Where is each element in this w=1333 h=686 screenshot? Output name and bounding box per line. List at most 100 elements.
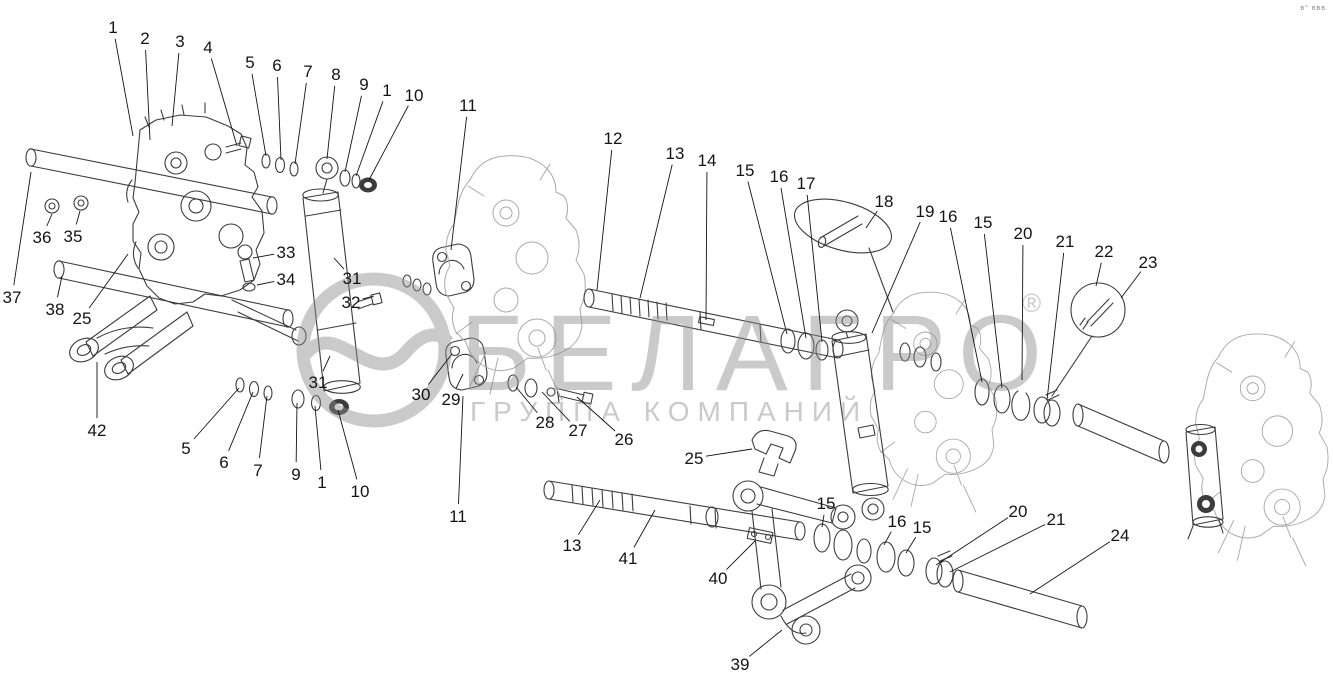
callout-leader-line [193, 387, 240, 440]
callout-leader-line [596, 149, 613, 291]
callout-label: 7 [303, 62, 312, 81]
callout-leader-line [806, 194, 823, 343]
callout-leader-line [75, 210, 81, 225]
callout-leader-line [256, 280, 275, 286]
callout-label: 20 [1009, 502, 1028, 521]
callout-leader-line [1120, 271, 1142, 299]
watermark-logo-icon [296, 272, 452, 428]
callout-label: 15 [817, 494, 836, 513]
callout-leader-line [935, 517, 1009, 566]
hydraulic-cylinder-1 [302, 178, 361, 394]
callout-label: 16 [939, 207, 958, 226]
lower-lever-assembly [732, 480, 872, 645]
callout-leader-line [368, 105, 409, 181]
callout-leader-line [1021, 244, 1024, 381]
callout-leader-line [46, 213, 53, 227]
callout-label: 36 [33, 228, 52, 247]
callout-label: 15 [736, 161, 755, 180]
callout-leader-line [88, 253, 129, 309]
callout-leader-line [541, 391, 571, 422]
callout-leader-line [883, 531, 892, 546]
callout-label: 6 [272, 56, 281, 75]
callout-label: 15 [913, 518, 932, 537]
callout-label: 42 [88, 421, 107, 440]
callout-label: 1 [108, 18, 117, 37]
bolt-32 [356, 274, 432, 310]
callout-label: 13 [563, 536, 582, 555]
callout-label: 15 [974, 213, 993, 232]
callout-label: 13 [666, 144, 685, 163]
fork-yoke [751, 429, 797, 477]
callout-label: 8 [331, 65, 340, 84]
callout-label: 9 [291, 465, 300, 484]
watermark: БЕЛАГРО ® ГРУППА КОМПАНИЙ [296, 272, 1056, 428]
pin-detail-balloon [793, 198, 894, 313]
left-levers [69, 295, 307, 381]
watermark-brand: БЕЛАГРО [460, 292, 1056, 413]
callout-leader-line [821, 514, 825, 528]
callout-label: 30 [412, 385, 431, 404]
callout-label: 9 [359, 75, 368, 94]
callout-leader-line [228, 391, 254, 452]
callout-leader-line [427, 353, 453, 385]
far-right-gearbox-ghost [1193, 333, 1329, 567]
callout-leader-line [949, 523, 1046, 573]
callout-leader-line [13, 171, 32, 286]
upper-spline-shaft [583, 288, 844, 359]
callout-leader-line [277, 76, 282, 161]
callout-leader-line [577, 499, 601, 536]
callout-label: 31 [343, 269, 362, 288]
callout-leader-line [1029, 541, 1111, 595]
tube-upper-left [25, 148, 278, 215]
callout-label: 2 [140, 29, 149, 48]
callout-label: 14 [698, 151, 717, 170]
callout-leader-line [252, 253, 275, 259]
callout-leader-line [949, 227, 983, 383]
callout-label: 27 [569, 421, 588, 440]
callout-leader-line [337, 409, 358, 480]
corner-marks: в° ввв [1300, 5, 1326, 12]
callout-label: 19 [916, 202, 935, 221]
callout-leader-line [705, 448, 753, 457]
callout-label: 1 [382, 81, 391, 100]
callout-leader-line [145, 49, 151, 141]
left-gearbox [126, 102, 265, 305]
callout-label: 33 [277, 243, 296, 262]
callout-leader-line [871, 221, 921, 334]
callout-label: 34 [277, 270, 296, 289]
callout-label: 32 [342, 293, 361, 312]
callout-label: 40 [709, 569, 728, 588]
lower-right-tube [952, 569, 1088, 629]
cylinder1-bottom-parts [235, 377, 349, 415]
callout-label: 38 [46, 300, 65, 319]
middle-gearbox-ghost [444, 155, 586, 401]
tube-lower-left [53, 260, 294, 328]
callout-leader-line [458, 395, 464, 505]
breather-valve [237, 244, 256, 292]
callout-label: 23 [1139, 253, 1158, 272]
callout-leader-line [749, 629, 783, 657]
callout-leader-line [322, 355, 331, 372]
callout-leader-line [780, 187, 807, 339]
callout-leader-line [1046, 252, 1065, 401]
mid-fasteners [507, 374, 594, 405]
callout-leader-line [171, 52, 180, 127]
callout-label: 37 [3, 288, 22, 307]
callout-leader-line [251, 73, 267, 157]
callout-label: 16 [888, 512, 907, 531]
lower-clamp [925, 550, 954, 588]
callout-label: 18 [875, 192, 894, 211]
callout-label: 21 [1047, 510, 1066, 529]
callout-leader-line [450, 116, 468, 251]
callout-leader-line [747, 181, 788, 335]
left-fasteners [44, 195, 89, 214]
callout-leader-line [114, 38, 134, 137]
callout-leader-line [576, 396, 616, 432]
callout-label: 17 [797, 174, 816, 193]
callout-label: 5 [181, 439, 190, 458]
right-tube [1072, 403, 1170, 464]
callout-label: 22 [1095, 242, 1114, 261]
callout-leader-line [455, 373, 464, 389]
